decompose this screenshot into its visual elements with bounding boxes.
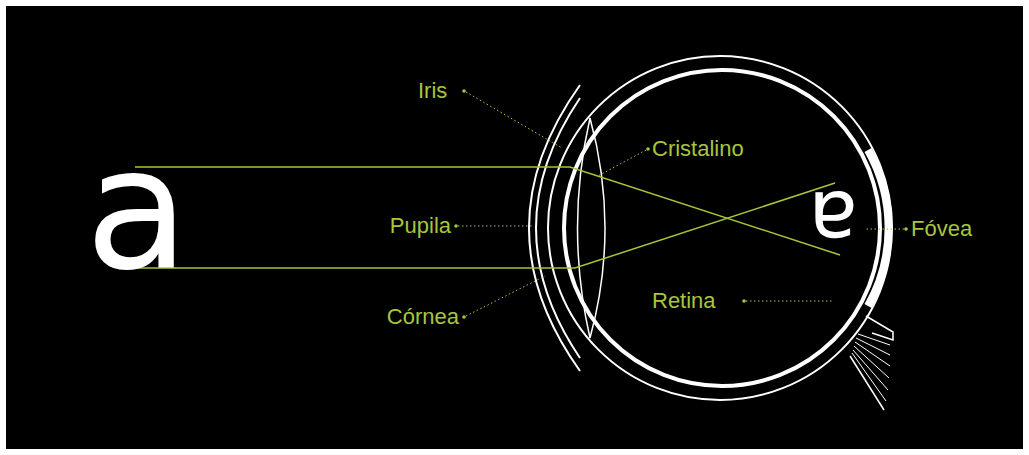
part-label: Iris (418, 78, 447, 104)
inverted-image-letter: a (808, 179, 858, 261)
part-label: Cristalino (652, 136, 744, 162)
part-label: Fóvea (911, 216, 972, 242)
part-label: Pupila (390, 213, 451, 239)
part-label: Retina (652, 288, 716, 314)
object-letter: a (85, 124, 189, 294)
part-label: Córnea (387, 304, 459, 330)
